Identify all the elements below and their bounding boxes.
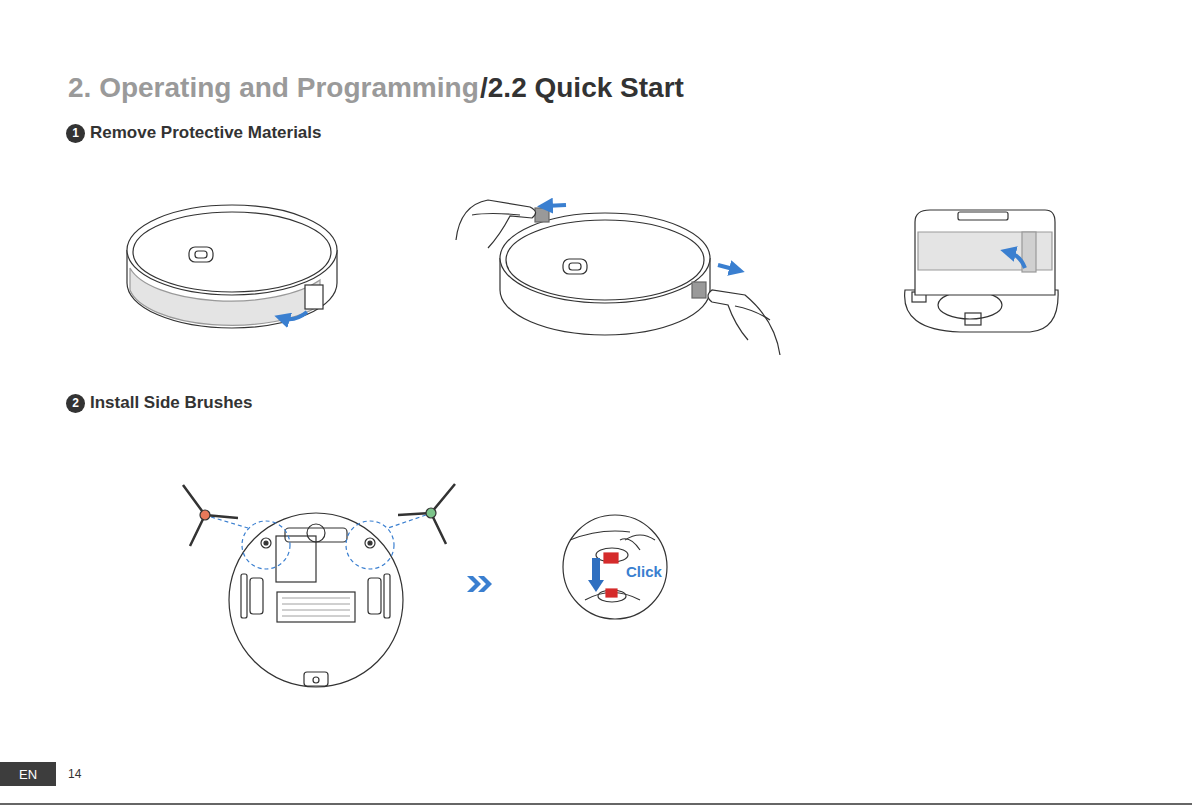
page-number: 14 (68, 767, 81, 781)
subsection-title: /2.2 Quick Start (480, 72, 684, 104)
charging-dock (905, 210, 1059, 332)
robot-underside (183, 484, 455, 687)
section-title: 2. Operating and Programming (68, 72, 479, 104)
side-brush-left (183, 485, 238, 546)
step-heading: 2 Install Side Brushes (66, 393, 253, 413)
language-tab: EN (0, 762, 56, 786)
step-heading: 1 Remove Protective Materials (66, 123, 322, 143)
footer-rule (0, 803, 1192, 805)
next-chevrons (467, 576, 492, 592)
robot-with-tape (127, 205, 337, 328)
step-title: Install Side Brushes (90, 393, 253, 413)
step-number: 1 (66, 124, 85, 143)
step-title: Remove Protective Materials (90, 123, 322, 143)
language-code: EN (19, 767, 37, 782)
step-number: 2 (66, 394, 85, 413)
robot-tape-removal (456, 200, 780, 355)
click-detail (563, 515, 667, 619)
side-brush-right (398, 484, 455, 544)
click-label: Click (626, 563, 662, 580)
